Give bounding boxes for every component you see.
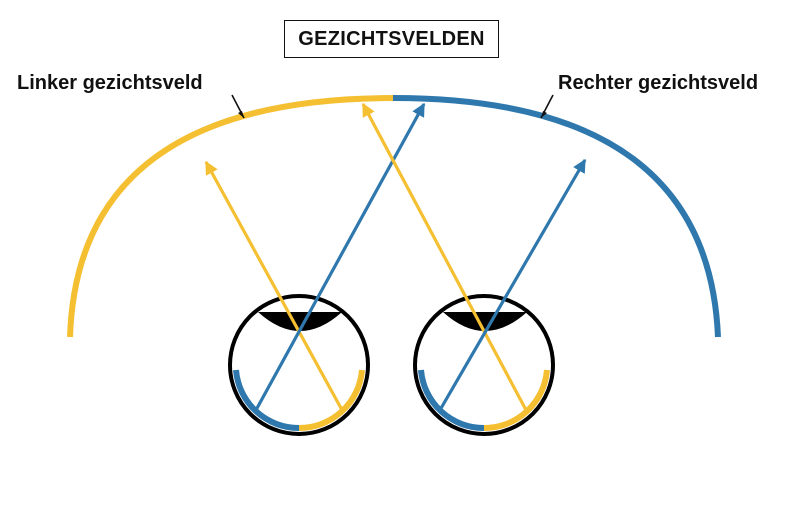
right-visual-field-arc xyxy=(392,95,721,338)
left-visual-field-arc xyxy=(67,95,394,338)
left-eye-retina-blue xyxy=(233,369,300,432)
left-eye-lens xyxy=(258,312,342,331)
right-visual-field-label: Rechter gezichtsveld xyxy=(558,72,759,94)
right-eye-blue-ray xyxy=(438,158,587,411)
right-eye-retina-yellow xyxy=(483,369,550,432)
left-label-pointer-head xyxy=(238,111,244,118)
right-eye-lens xyxy=(443,312,527,331)
left-eye-yellow-ray xyxy=(204,160,344,411)
left-eye-blue-ray xyxy=(254,102,426,411)
left-eye-retina-yellow xyxy=(298,369,365,432)
left-visual-field-label: Linker gezichtsveld xyxy=(17,72,203,94)
left-eye xyxy=(228,294,370,436)
right-eye-yellow-ray xyxy=(361,102,528,411)
right-label-pointer-head xyxy=(541,111,547,118)
right-eye xyxy=(413,294,555,436)
diagram-title: GEZICHTSVELDEN xyxy=(284,20,499,58)
right-eye-retina-blue xyxy=(418,369,485,432)
